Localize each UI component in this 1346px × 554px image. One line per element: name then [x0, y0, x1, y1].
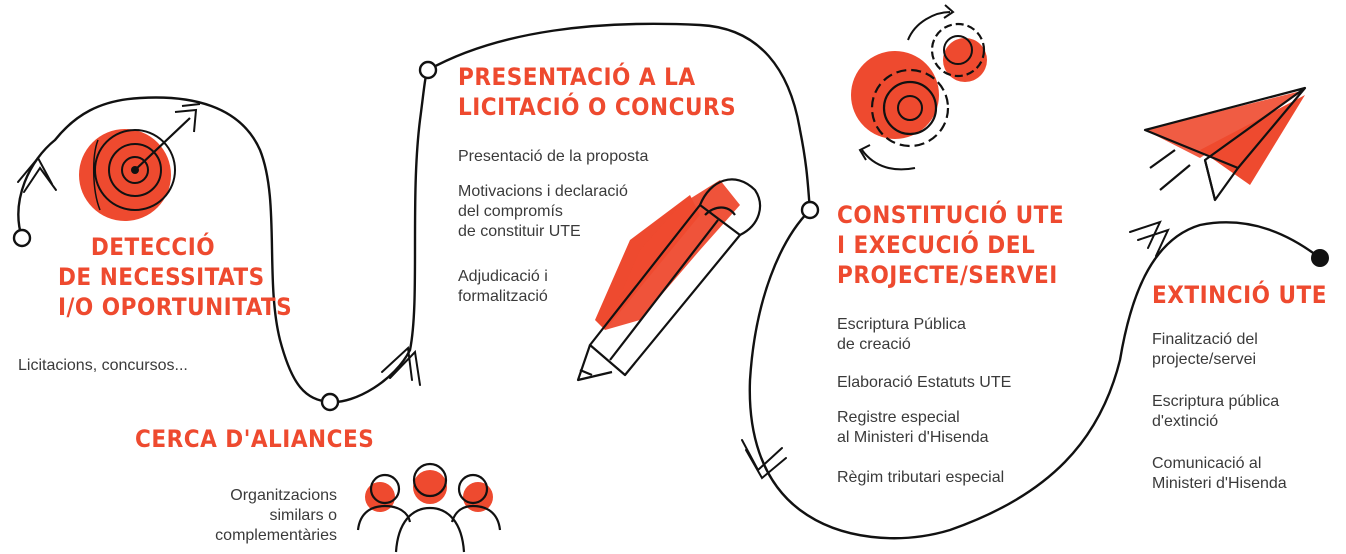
item-line: Finalització del	[1152, 331, 1258, 348]
people-icon	[356, 462, 502, 553]
title-line: CERCA D'ALIANCES	[135, 425, 375, 453]
title-line: I/O OPORTUNITATS	[58, 293, 293, 321]
target-icon	[79, 103, 201, 221]
node-cerca	[320, 392, 340, 412]
paper-plane-icon	[1143, 86, 1307, 202]
item-line: de creació	[837, 336, 911, 353]
stage-title-presentacio: PRESENTACIÓ A LA LICITACIÓ O CONCURS	[458, 62, 736, 122]
item-line: Comunicació al	[1152, 455, 1262, 472]
pencil-icon	[576, 178, 762, 382]
stage-item: Adjudicació i formalització	[458, 267, 548, 307]
title-line: LICITACIÓ O CONCURS	[458, 93, 737, 121]
title-line: EXTINCIÓ UTE	[1152, 281, 1327, 309]
item-line: similars o	[269, 507, 337, 524]
item-line: al Ministeri d'Hisenda	[837, 429, 989, 446]
stage-item: Organitzacions similars o complementàrie…	[160, 486, 337, 546]
stage-item: Licitacions, concursos...	[18, 356, 188, 376]
node-constitucio	[800, 200, 820, 220]
stage-item: Registre especial al Ministeri d'Hisenda	[837, 408, 989, 448]
title-line: CONSTITUCIÓ UTE	[837, 201, 1065, 229]
item-line: Escriptura Pública	[837, 316, 966, 333]
end-node	[1311, 249, 1329, 267]
gears-icon	[851, 4, 987, 171]
node-presentacio	[418, 60, 438, 80]
stage-title-deteccio: DETECCIÓ DE NECESSITATS I/O OPORTUNITATS	[58, 232, 293, 322]
item-line: Escriptura pública	[1152, 393, 1280, 410]
item-line: d'extinció	[1152, 413, 1219, 430]
title-line: DETECCIÓ	[90, 233, 216, 261]
title-line: I EXECUCIÓ DEL	[837, 231, 1036, 259]
stage-item: Motivacions i declaració del compromís d…	[458, 182, 628, 242]
item-line: Adjudicació i	[458, 268, 548, 285]
stage-item: Finalització del projecte/servei	[1152, 330, 1258, 370]
stage-item: Règim tributari especial	[837, 468, 1004, 488]
item-line: del compromís	[458, 203, 563, 220]
title-line: PRESENTACIÓ A LA	[458, 63, 696, 91]
item-line: Ministeri d'Hisenda	[1152, 475, 1287, 492]
stage-item: Comunicació al Ministeri d'Hisenda	[1152, 454, 1287, 494]
stage-title-cerca: CERCA D'ALIANCES	[135, 424, 374, 454]
item-line: Organitzacions	[230, 487, 337, 504]
start-node	[12, 228, 32, 248]
title-line: DE NECESSITATS	[58, 263, 265, 291]
stage-title-constitucio: CONSTITUCIÓ UTE I EXECUCIÓ DEL PROJECTE/…	[837, 200, 1064, 290]
item-line: projecte/servei	[1152, 351, 1257, 368]
item-line: de constituir UTE	[458, 223, 581, 240]
stage-item: Escriptura Pública de creació	[837, 315, 966, 355]
title-line: PROJECTE/SERVEI	[837, 261, 1058, 289]
item-line: Licitacions, concursos...	[18, 357, 188, 374]
item-line: Registre especial	[837, 409, 960, 426]
item-line: Motivacions i declaració	[458, 183, 628, 200]
item-line: complementàries	[215, 527, 337, 544]
item-line: Elaboració Estatuts UTE	[837, 374, 1012, 391]
stage-item: Presentació de la proposta	[458, 147, 648, 167]
item-line: Presentació de la proposta	[458, 148, 649, 165]
stage-item: Escriptura pública d'extinció	[1152, 392, 1279, 432]
item-line: Règim tributari especial	[837, 469, 1005, 486]
stage-item: Elaboració Estatuts UTE	[837, 373, 1011, 393]
item-line: formalització	[458, 288, 548, 305]
stage-title-extincio: EXTINCIÓ UTE	[1152, 280, 1327, 310]
